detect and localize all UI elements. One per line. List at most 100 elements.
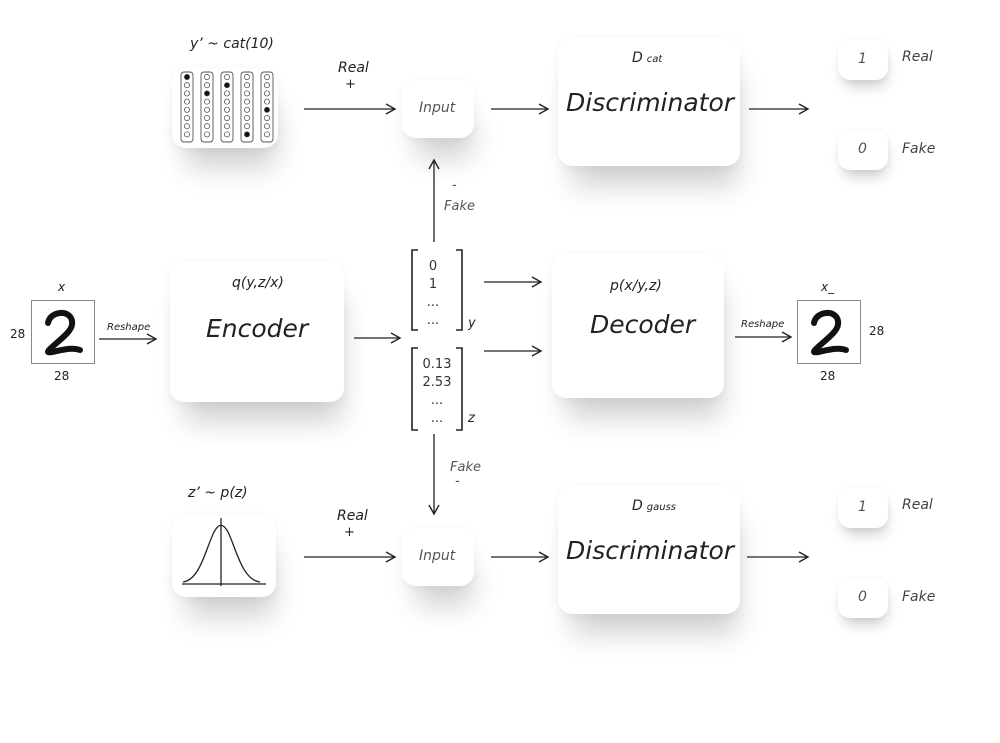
input-top-card: [402, 80, 474, 138]
one-hot-dot: [204, 82, 210, 89]
one-hot-dot: [184, 82, 190, 89]
one-hot-dot: [264, 82, 270, 89]
output-one-bottom-value: 1: [858, 499, 867, 515]
one-hot-dot: [244, 82, 250, 89]
one-hot-dot: [244, 90, 250, 97]
one-hot-dot: [204, 98, 210, 105]
one-hot-dot: [244, 74, 250, 80]
discriminator-gauss-card: [558, 486, 740, 614]
input-image-height: 28: [10, 327, 26, 341]
vector-brackets: [411, 249, 463, 431]
digit-two-icon: [811, 310, 849, 356]
dcat-letter: D: [632, 50, 643, 66]
encoder-formula: q(y,z/x): [232, 275, 284, 291]
output-image-height: 28: [869, 324, 885, 338]
encoder-card: [170, 262, 344, 402]
one-hot-dot: [204, 131, 210, 138]
y-value: 0: [428, 259, 438, 274]
input-image-label: x: [58, 280, 66, 294]
z-vector: 0.13 2.53 ... ...: [418, 356, 458, 428]
y-vector-label: y: [468, 316, 476, 331]
z-vector-label: z: [468, 411, 475, 426]
z-value: 0.13: [422, 357, 452, 372]
one-hot-dot: [224, 74, 230, 80]
dgauss-letter: D: [632, 498, 643, 514]
z-value: ...: [430, 393, 444, 408]
one-hot-dot: [184, 90, 190, 97]
one-hot-dot: [184, 98, 190, 105]
one-hot-dot: [264, 98, 270, 105]
gauss-prior-label: z’ ~ p(z): [188, 485, 248, 501]
output-one-bottom: [838, 488, 888, 528]
output-one-top-label: Real: [902, 49, 933, 65]
digit-two-icon: [45, 310, 83, 356]
one-hot-dot: [184, 74, 190, 80]
encoder-name: Encoder: [206, 314, 309, 343]
one-hot-dot: [184, 123, 190, 130]
output-digit-image: [797, 300, 861, 364]
gaussian-curve-icon: [182, 518, 266, 586]
output-zero-top: [838, 130, 888, 170]
cat-real-label: Real: [338, 60, 369, 76]
one-hot-dot: [224, 106, 230, 113]
input-top-label: Input: [419, 100, 456, 116]
one-hot-dot: [224, 131, 230, 138]
output-one-bottom-label: Real: [902, 497, 933, 513]
output-image-width: 28: [820, 369, 836, 383]
one-hot-dot: [184, 131, 190, 138]
one-hot-dots: [184, 74, 270, 138]
discriminator-cat-card: [558, 38, 740, 166]
output-zero-top-value: 0: [858, 141, 867, 157]
input-bottom-label: Input: [419, 548, 456, 564]
one-hot-dot: [204, 90, 210, 97]
output-one-top: [838, 40, 888, 80]
output-zero-top-label: Fake: [902, 141, 936, 157]
fake-top-minus: -: [452, 178, 457, 193]
one-hot-dot: [224, 115, 230, 121]
fake-bottom-label: Fake: [450, 460, 481, 475]
one-hot-dot: [244, 106, 250, 113]
one-hot-dot: [264, 74, 270, 80]
gauss-plus-label: +: [344, 525, 355, 540]
fake-top-label: Fake: [444, 199, 475, 214]
gauss-prior-card: [172, 515, 276, 597]
z-value: ...: [430, 411, 444, 426]
output-image-label: x_: [821, 280, 835, 294]
gauss-real-label: Real: [337, 508, 368, 524]
cat-prior-label: y’ ~ cat(10): [190, 36, 274, 52]
one-hot-dot: [244, 98, 250, 105]
one-hot-dot: [204, 123, 210, 130]
output-zero-bottom-value: 0: [858, 589, 867, 605]
one-hot-dot: [244, 131, 250, 138]
decoder-reshape-label: Reshape: [741, 319, 785, 330]
y-value: ...: [426, 295, 440, 310]
dgauss-name: Discriminator: [566, 536, 735, 565]
output-one-top-value: 1: [858, 51, 867, 67]
output-zero-bottom-label: Fake: [902, 589, 936, 605]
dcat-name: Discriminator: [566, 88, 735, 117]
one-hot-dot: [224, 82, 230, 89]
input-image-width: 28: [54, 369, 70, 383]
one-hot-dot: [204, 115, 210, 121]
one-hot-dot: [244, 123, 250, 130]
input-digit-image: [31, 300, 95, 364]
fake-bottom-minus: -: [455, 474, 460, 489]
decoder-card: [552, 254, 724, 398]
z-value: 2.53: [422, 375, 452, 390]
one-hot-dot: [204, 74, 210, 80]
one-hot-dot: [264, 106, 270, 113]
one-hot-dot: [224, 123, 230, 130]
y-vector: 0 1 ... ...: [418, 258, 454, 330]
dcat-subscript: cat: [646, 54, 663, 65]
output-zero-bottom: [838, 578, 888, 618]
one-hot-dot: [204, 106, 210, 113]
decoder-name: Decoder: [590, 310, 696, 339]
one-hot-dot: [184, 106, 190, 113]
one-hot-dot: [264, 131, 270, 138]
one-hot-dot: [224, 98, 230, 105]
dgauss-subscript: gauss: [646, 502, 677, 513]
cat-plus-label: +: [345, 77, 356, 92]
